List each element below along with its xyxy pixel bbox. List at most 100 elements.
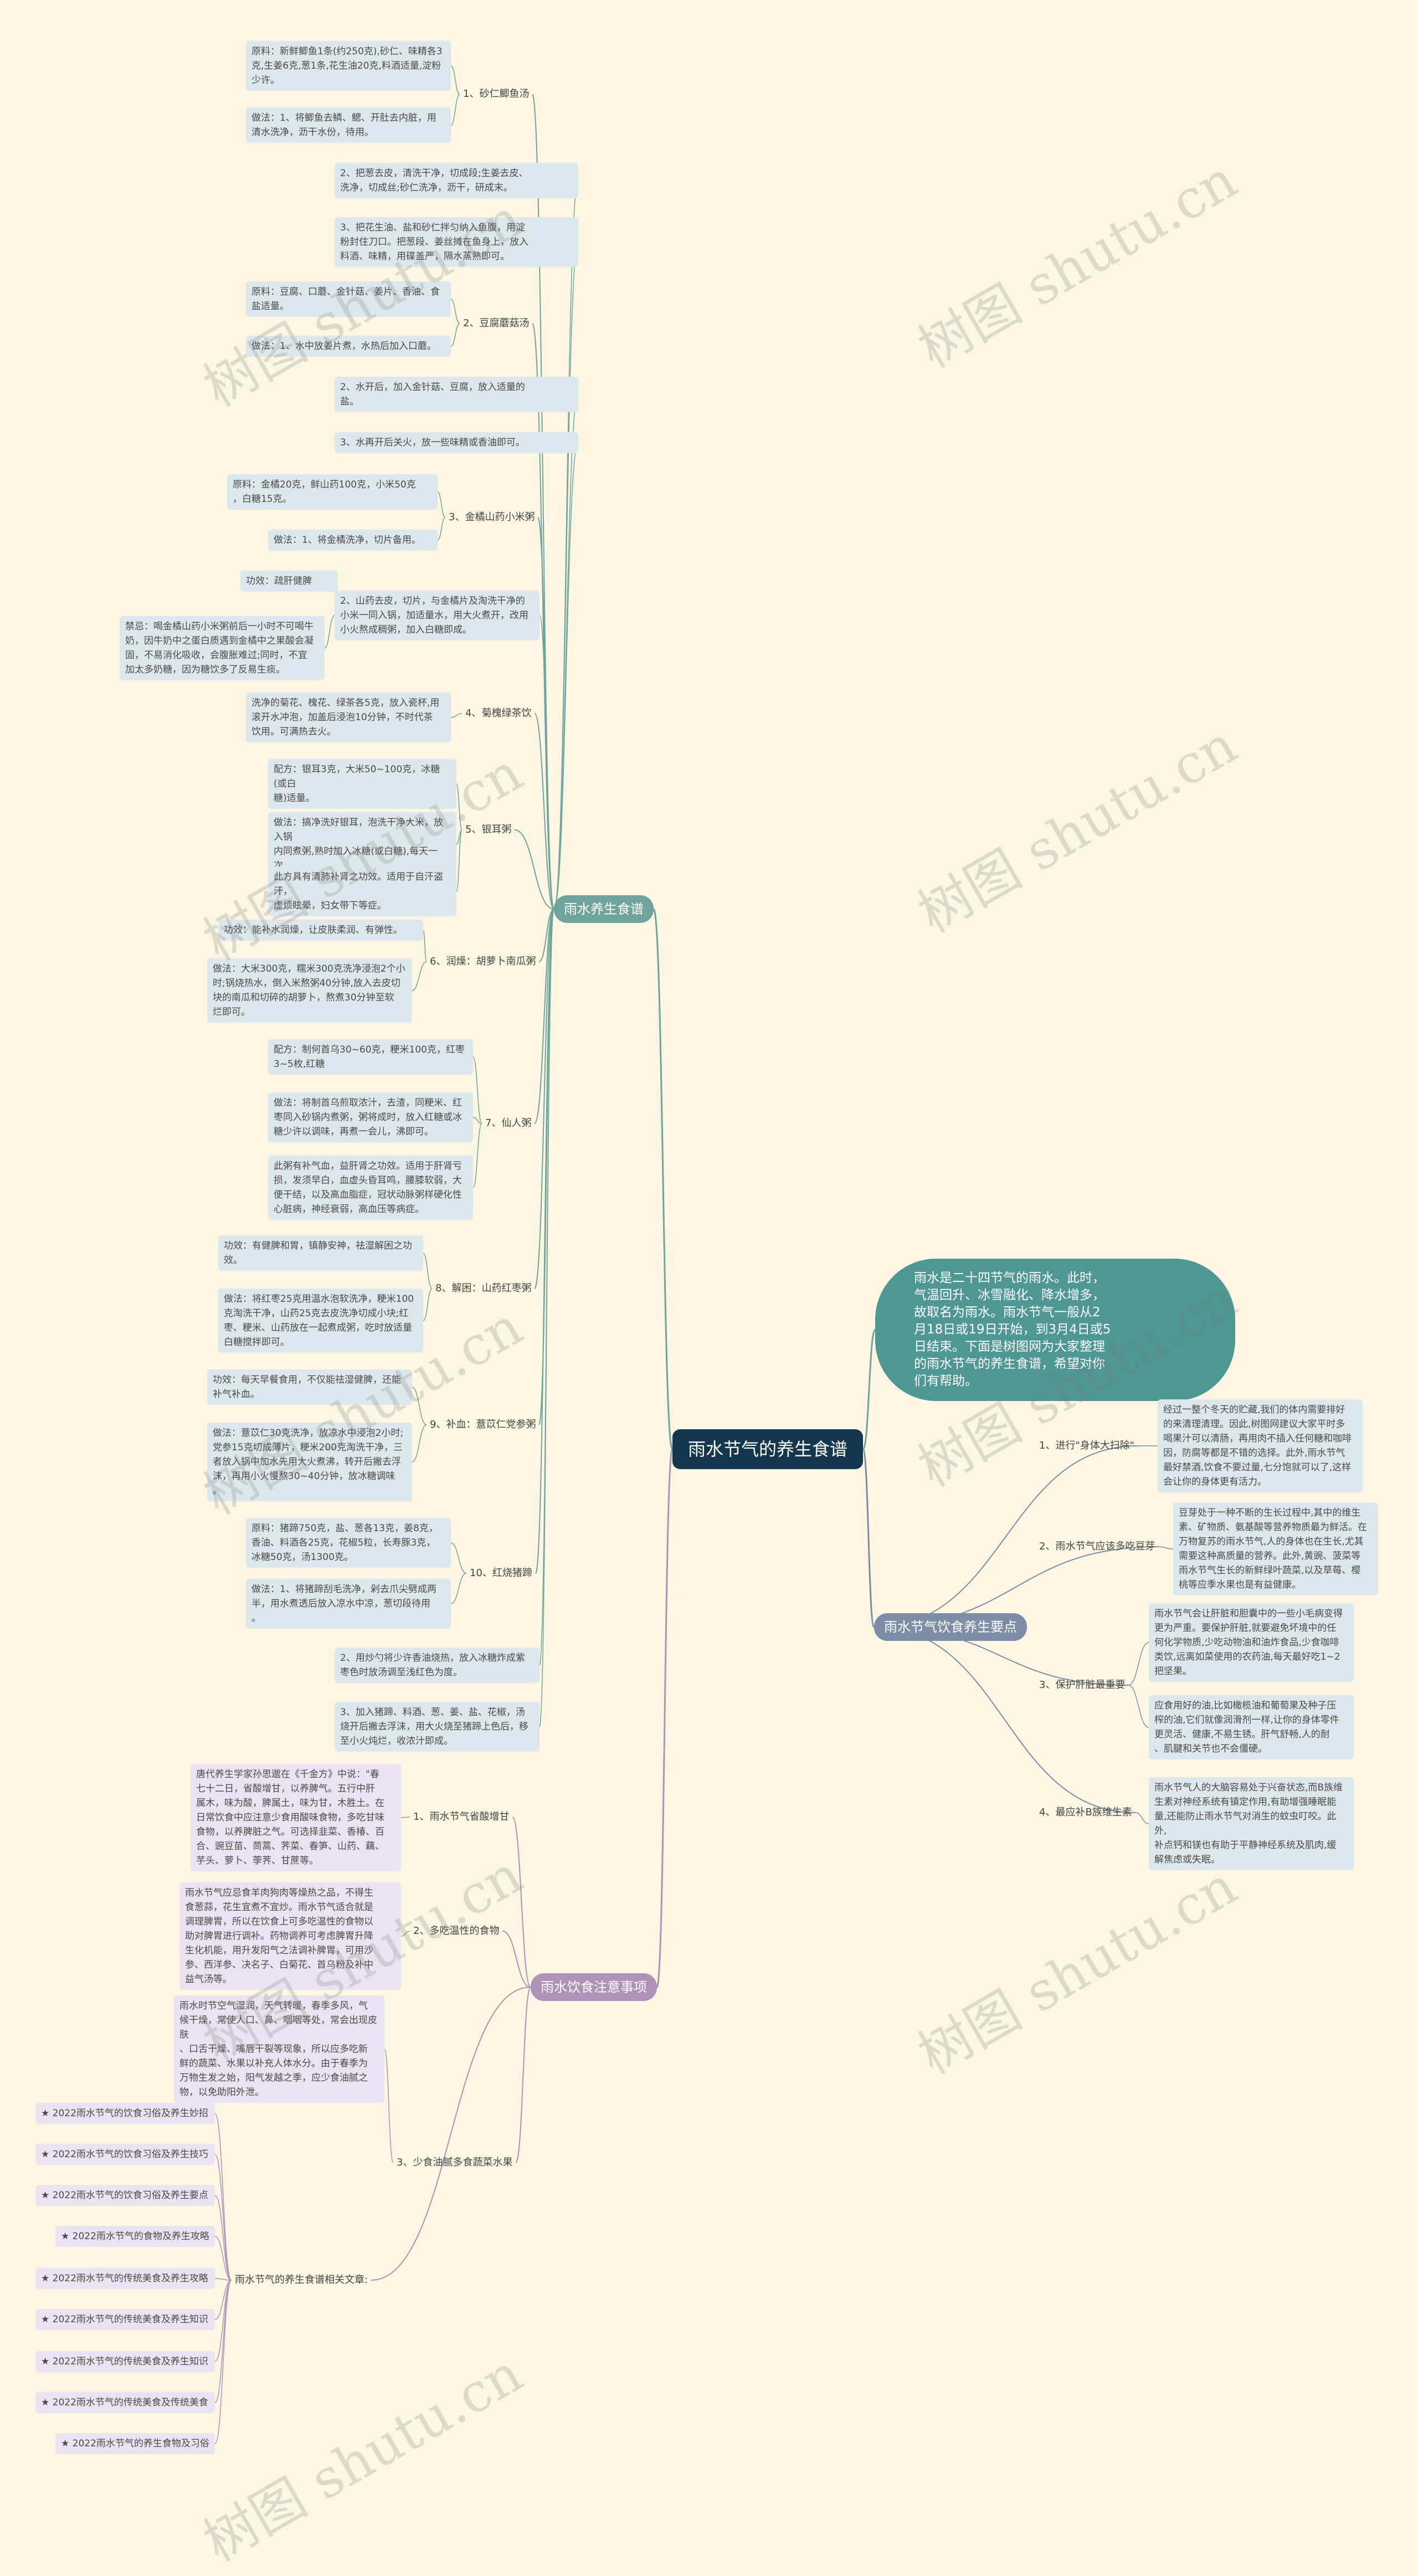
related-article-link[interactable]: ★ 2022雨水节气的养生食物及习俗 (55, 2433, 215, 2454)
connector-line (450, 299, 460, 324)
connector-line (450, 65, 460, 95)
recipe-3-caution: 禁忌：喝金橘山药小米粥前后一小时不可喝牛 奶，因牛奶中之蛋白质遇到金橘中之果酸会… (120, 616, 325, 680)
connector-line (423, 1288, 433, 1321)
principle-3-body-2: 应食用好的油,比如橄榄油和葡萄果及种子压 榨的油,它们就像润滑剂一样,让你的身体… (1149, 1695, 1354, 1759)
connector-line (862, 1448, 875, 1628)
connector-line (653, 908, 674, 1450)
connector-line (412, 961, 427, 991)
note-2-title[interactable]: 2、多吃温性的食物 (413, 1925, 500, 1937)
recipe-3-effect: 功效：疏肝健脾 (240, 571, 338, 592)
recipe-6-effect: 功效：能补水润燥，让皮肤柔润、有弹性。 (218, 920, 423, 941)
connector-line (450, 713, 463, 718)
recipe-5-method: 做法：搞净洗好银耳，泡洗干净大米，放入锅 内同煮粥,熟时加入冰糖(或白糖),每天… (268, 812, 456, 876)
note-1-body: 唐代养生学家孙思邈在《千金方》中说："春 七十二日，省酸增甘，以养脾气。五行中肝… (191, 1764, 401, 1871)
recipe-3-step-1: 做法：1、将金橘洗净，切片备用。 (268, 530, 438, 551)
connector-line (534, 909, 554, 1124)
principle-3-title[interactable]: 3、保护肝脏最重要 (1039, 1679, 1126, 1691)
recipe-4-method: 洗净的菊花、槐花、绿茶各5克，放入瓷杯,用 滚开水冲泡，加盖后浸泡10分钟，不时… (246, 692, 451, 742)
recipe-3-title[interactable]: 3、金橘山药小米粥 (449, 511, 535, 523)
recipe-1-step-2: 2、把葱去皮，清洗干净，切成段;生姜去皮、 洗净，切成丝;砂仁洗净，沥干，研成末… (335, 163, 578, 198)
recipe-9-effect: 功效：每天早餐食用，不仅能祛湿健脾，还能 补气补血。 (207, 1369, 412, 1405)
principle-4-title[interactable]: 4、最应补B族维生素 (1039, 1807, 1132, 1818)
connector-line (214, 2280, 232, 2444)
recipe-10-title[interactable]: 10、红烧猪蹄 (470, 1567, 532, 1579)
branch-diet-principles[interactable]: 雨水节气饮食养生要点 (874, 1613, 1027, 1641)
related-article-link[interactable]: ★ 2022雨水节气的传统美食及传统美食 (35, 2392, 215, 2413)
connector-line (450, 1573, 467, 1604)
connector-line (456, 829, 463, 892)
related-article-link[interactable]: ★ 2022雨水节气的饮食习俗及养生妙招 (35, 2103, 215, 2124)
note-1-title[interactable]: 1、雨水节气省酸增甘 (413, 1811, 510, 1823)
intro-bubble: 雨水是二十四节气的雨水。此时， 气温回升、冰雪融化、降水增多， 故取名为雨水。雨… (875, 1259, 1235, 1401)
connector-line (214, 2113, 232, 2281)
recipe-1-step-1: 做法：1、将鲫鱼去鳞、鳃、开肚去内脏，用 清水洗净，沥干水份，待用。 (246, 107, 451, 143)
root-topic[interactable]: 雨水节气的养生食谱 (672, 1429, 864, 1469)
connector-line (450, 94, 460, 126)
connector-line (553, 180, 579, 910)
connector-line (450, 323, 460, 347)
recipe-2-title[interactable]: 2、豆腐蘑菇汤 (463, 317, 530, 329)
connector-line (539, 909, 554, 1727)
recipe-7-title[interactable]: 7、仙人粥 (485, 1117, 532, 1129)
related-article-link[interactable]: ★ 2022雨水节气的食物及养生攻略 (55, 2226, 215, 2247)
recipe-9-title[interactable]: 9、补血：薏苡仁党参粥 (430, 1419, 536, 1430)
connector-line (214, 2280, 232, 2362)
connector-line (472, 1123, 482, 1188)
principle-3-body-1: 雨水节气会让肝脏和胆囊中的一些小毛病变得 更为严重。要保护肝脏,就要避免坏境中的… (1149, 1603, 1354, 1682)
recipe-10-step-2: 2、用炒勺将少许香油烧热，放入冰糖炸成紫 枣色时放汤调至浅红色为度。 (335, 1648, 540, 1683)
connector-line (371, 1987, 531, 2281)
connector-line (656, 1448, 674, 1988)
note-4-title[interactable]: 雨水节气的养生食谱相关文章: (235, 2274, 368, 2286)
branch-diet-recipes[interactable]: 雨水养生食谱 (554, 895, 654, 923)
connector-line (553, 242, 579, 910)
related-article-link[interactable]: ★ 2022雨水节气的饮食习俗及养生要点 (35, 2185, 215, 2206)
recipe-10-step-3: 3、加入猪蹄、料酒、葱、姜、盐、花椒，汤 烧开后撇去浮沫，用大火烧至猪蹄上色后，… (335, 1702, 540, 1752)
connector-line (412, 1387, 427, 1425)
recipe-4-title[interactable]: 4、菊槐绿茶饮 (465, 707, 532, 719)
related-article-link[interactable]: ★ 2022雨水节气的饮食习俗及养生技巧 (35, 2144, 215, 2165)
principle-2-body: 豆芽处于一种不断的生长过程中,其中的维生 素、矿物质、氨基酸等营养物质最为鲜活。… (1173, 1502, 1378, 1595)
connector-line (400, 1931, 410, 1937)
connector-line (515, 1987, 531, 2163)
connector-line (534, 713, 554, 910)
recipe-9-method: 做法：薏苡仁30克洗净，放凉水中浸泡2小时; 党参15克切成薄片，粳米200克淘… (207, 1423, 412, 1501)
recipe-2-step-2: 2、水开后，加入金针菇、豆腐，放入适量的 盐。 (335, 377, 578, 412)
connector-line (412, 1424, 427, 1463)
recipe-3-ingredients: 原料：金橘20克，鲜山药100克，小米50克 ，白糖15克。 (227, 474, 438, 510)
recipe-3-step-2: 2、山药去皮，切片，与金橘片及淘洗干净的 小米一同入锅，加适量水，用大火煮开，改… (335, 591, 540, 640)
recipe-1-step-3: 3、把花生油、盐和砂仁拌匀纳入鱼腹，用淀 粉封住刀口。把葱段、姜丝摊在鱼身上，放… (335, 217, 578, 267)
recipe-2-step-1: 做法：1、水中放姜片煮，水热后加入口蘑。 (246, 336, 451, 357)
connector-line (538, 909, 554, 962)
related-article-link[interactable]: ★ 2022雨水节气的传统美食及养生攻略 (35, 2268, 215, 2289)
connector-line (512, 1816, 531, 1988)
recipe-8-title[interactable]: 8、解困：山药红枣粥 (435, 1282, 532, 1294)
recipe-5-title[interactable]: 5、银耳粥 (465, 824, 512, 835)
note-3-title[interactable]: 3、少食油腻多食蔬菜水果 (397, 2157, 513, 2168)
connector-line (1128, 1685, 1149, 1728)
connector-line (324, 615, 335, 649)
connector-line (450, 1542, 467, 1574)
connector-line (539, 615, 554, 910)
recipe-5-effect: 此方具有清肺补肾之功效。适用于自汗盗汗， 虚烦眩晕，妇女带下等症。 (268, 866, 456, 916)
connector-lines (214, 65, 1174, 2444)
connector-line (214, 2195, 232, 2281)
related-article-link[interactable]: ★ 2022雨水节气的传统美食及养生知识 (35, 2309, 215, 2330)
connector-line (1158, 1546, 1174, 1549)
connector-line (534, 909, 554, 1289)
connector-line (214, 2280, 232, 2320)
related-article-link[interactable]: ★ 2022雨水节气的传统美食及养生知识 (35, 2351, 215, 2372)
principle-4-body: 雨水节气人的大脑容易处于兴奋状态,而B族维 生素对神经系统有镇定作用,有助增强睡… (1149, 1777, 1354, 1870)
connector-line (456, 783, 463, 830)
connector-line (502, 1931, 531, 1988)
recipe-6-title[interactable]: 6、润燥：胡萝卜南瓜粥 (430, 956, 536, 967)
principle-2-title[interactable]: 2、雨水节气应该多吃豆芽 (1039, 1541, 1155, 1552)
connector-line (862, 1329, 876, 1450)
connector-line (423, 930, 427, 962)
principle-1-title[interactable]: 1、进行"身体大扫除" (1039, 1440, 1135, 1451)
recipe-8-effect: 功效：有健脾和胃，镇静安神，祛湿解困之功 效。 (218, 1235, 423, 1271)
recipe-10-step-1: 做法：1、将猪蹄刮毛洗净，剁去爪尖劈成两 半，用水煮透后放入凉水中凉，葱切段待用… (246, 1579, 451, 1629)
recipe-7-method: 做法：将制首乌煎取浓汁，去渣，同粳米、红 枣同入砂锅内煮粥，粥将成时，放入红糖或… (268, 1092, 473, 1142)
recipe-1-title[interactable]: 1、砂仁鲫鱼汤 (463, 88, 530, 100)
connector-line (214, 2236, 232, 2281)
branch-diet-notes[interactable]: 雨水饮食注意事项 (531, 1973, 657, 2001)
